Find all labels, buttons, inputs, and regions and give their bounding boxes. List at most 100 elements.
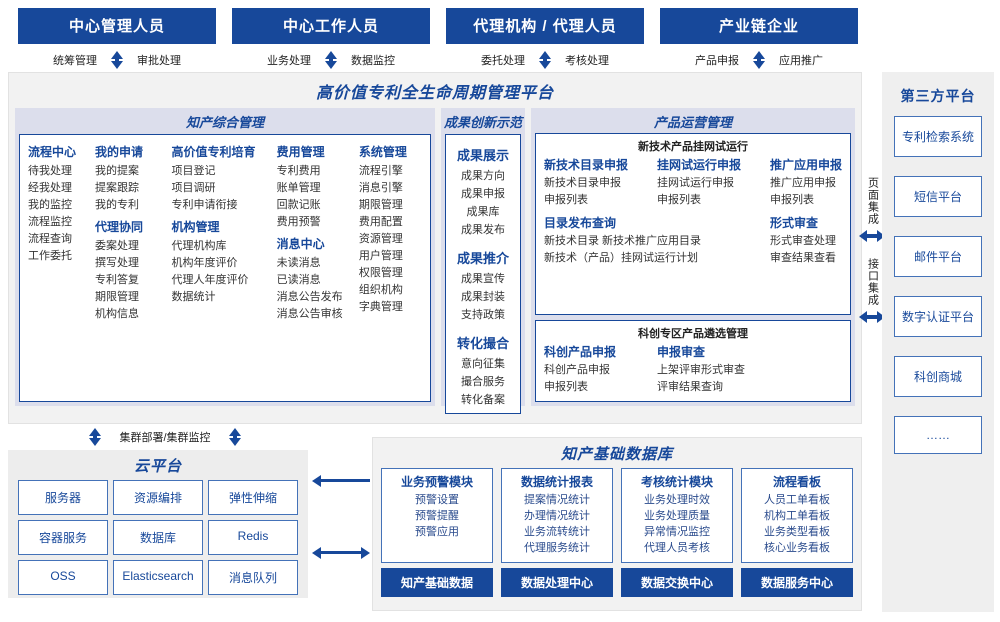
group-header-promotion-application-declaration[interactable]: 推广应用申报 [769, 158, 842, 172]
cloud-cell-container[interactable]: 容器服务 [18, 520, 108, 555]
menu-item[interactable]: 挂网试运行申报 [656, 177, 734, 189]
menu-item[interactable]: 形式审查处理 [769, 235, 836, 247]
menu-item[interactable]: 数据统计 [171, 291, 216, 303]
cloud-cell-orchestration[interactable]: 资源编排 [113, 480, 203, 515]
menu-item[interactable]: 经我处理 [28, 182, 72, 194]
group-header-agency-management[interactable]: 机构管理 [171, 220, 220, 234]
group-header-agent-collaboration[interactable]: 代理协同 [95, 220, 144, 234]
db-module-item[interactable]: 机构工单看板 [764, 510, 830, 522]
menu-item[interactable]: 新技术目录 新技术推广应用目录 [543, 235, 702, 247]
group-header-achievement-display[interactable]: 成果展示 [456, 148, 509, 163]
menu-item[interactable]: 我的监控 [28, 199, 72, 211]
group-header-declaration-review[interactable]: 申报审查 [656, 345, 705, 359]
group-header-sci-tech-product-declaration[interactable]: 科创产品申报 [543, 345, 616, 359]
group-header-process-center[interactable]: 流程中心 [28, 145, 77, 159]
cloud-cell-autoscaling[interactable]: 弹性伸缩 [208, 480, 298, 515]
cloud-cell-elasticsearch[interactable]: Elasticsearch [113, 560, 203, 595]
db-footer-base-data[interactable]: 知产基础数据 [381, 568, 493, 597]
menu-item[interactable]: 费用预警 [276, 216, 321, 228]
db-footer-processing-center[interactable]: 数据处理中心 [501, 568, 613, 597]
db-module-item[interactable]: 业务类型看板 [764, 526, 830, 538]
db-module-item[interactable]: 业务处理质量 [644, 510, 710, 522]
menu-item[interactable]: 支持政策 [460, 309, 505, 321]
cloud-cell-oss[interactable]: OSS [18, 560, 108, 595]
menu-item[interactable]: 科创产品申报 [543, 364, 610, 376]
menu-item[interactable]: 待我处理 [28, 165, 72, 177]
menu-item[interactable]: 账单管理 [276, 182, 321, 194]
third-party-item-more[interactable]: …… [894, 416, 982, 454]
menu-item[interactable]: 成果申报 [460, 188, 505, 200]
menu-item[interactable]: 消息引擎 [358, 182, 403, 194]
db-module-item[interactable]: 人员工单看板 [764, 494, 830, 506]
db-module-item[interactable]: 代理人员考核 [644, 542, 710, 554]
db-module-item[interactable]: 异常情况监控 [644, 526, 710, 538]
menu-item[interactable]: 我的提案 [95, 165, 139, 177]
menu-item[interactable]: 专利答复 [95, 274, 139, 286]
cloud-cell-server[interactable]: 服务器 [18, 480, 108, 515]
menu-item[interactable]: 提案跟踪 [95, 182, 139, 194]
menu-item[interactable]: 申报列表 [543, 381, 588, 393]
menu-item[interactable]: 申报列表 [769, 194, 814, 206]
menu-item[interactable]: 项目调研 [171, 182, 216, 194]
menu-item[interactable]: 已读消息 [276, 274, 321, 286]
menu-item[interactable]: 专利费用 [276, 165, 321, 177]
group-header-my-application[interactable]: 我的申请 [95, 145, 144, 159]
third-party-item-sci-tech-mall[interactable]: 科创商城 [894, 356, 982, 397]
cloud-cell-redis[interactable]: Redis [208, 520, 298, 555]
group-header-new-tech-catalog-declaration[interactable]: 新技术目录申报 [543, 158, 628, 172]
third-party-item-sms[interactable]: 短信平台 [894, 176, 982, 217]
menu-item[interactable]: 撰写处理 [95, 257, 139, 269]
menu-item[interactable]: 回款记账 [276, 199, 321, 211]
group-header-achievement-promotion[interactable]: 成果推介 [456, 251, 509, 266]
menu-item[interactable]: 申报列表 [656, 194, 701, 206]
db-module-item[interactable]: 办理情况统计 [524, 510, 590, 522]
group-header-fee-management[interactable]: 费用管理 [276, 145, 325, 159]
group-header-transformation-matching[interactable]: 转化撮合 [456, 336, 509, 351]
menu-item[interactable]: 代理人年度评价 [171, 274, 249, 286]
db-module-item[interactable]: 预警应用 [415, 526, 459, 538]
cloud-cell-database[interactable]: 数据库 [113, 520, 203, 555]
menu-item[interactable]: 申报列表 [543, 194, 588, 206]
group-header-message-center[interactable]: 消息中心 [276, 237, 325, 251]
menu-item[interactable]: 消息公告发布 [276, 291, 343, 303]
menu-item[interactable]: 我的专利 [95, 199, 139, 211]
menu-item[interactable]: 工作委托 [28, 250, 72, 262]
menu-item[interactable]: 推广应用申报 [769, 177, 836, 189]
db-module-item[interactable]: 核心业务看板 [764, 542, 830, 554]
menu-item[interactable]: 撮合服务 [460, 376, 505, 388]
menu-item[interactable]: 新技术（产品）挂网试运行计划 [543, 252, 698, 264]
db-module-item[interactable]: 预警设置 [415, 494, 459, 506]
menu-item[interactable]: 机构年度评价 [171, 257, 238, 269]
menu-item[interactable]: 代理机构库 [171, 240, 227, 252]
menu-item[interactable]: 成果宣传 [460, 273, 505, 285]
cloud-cell-message-queue[interactable]: 消息队列 [208, 560, 298, 595]
menu-item[interactable]: 转化备案 [460, 394, 505, 406]
db-module-item[interactable]: 预警提醒 [415, 510, 459, 522]
third-party-item-email[interactable]: 邮件平台 [894, 236, 982, 277]
menu-item[interactable]: 成果方向 [460, 170, 505, 182]
menu-item[interactable]: 期限管理 [358, 199, 403, 211]
menu-item[interactable]: 成果库 [466, 206, 500, 218]
menu-item[interactable]: 期限管理 [95, 291, 139, 303]
db-footer-service-center[interactable]: 数据服务中心 [741, 568, 853, 597]
menu-item[interactable]: 资源管理 [358, 233, 403, 245]
group-header-trial-run-declaration[interactable]: 挂网试运行申报 [656, 158, 741, 172]
menu-item[interactable]: 用户管理 [358, 250, 403, 262]
menu-item[interactable]: 流程引擎 [358, 165, 403, 177]
db-module-item[interactable]: 提案情况统计 [524, 494, 590, 506]
menu-item[interactable]: 消息公告审核 [276, 308, 343, 320]
group-header-catalog-publish-query[interactable]: 目录发布查询 [543, 216, 616, 230]
menu-item[interactable]: 流程查询 [28, 233, 72, 245]
menu-item[interactable]: 委案处理 [95, 240, 139, 252]
group-header-high-value-patent-cultivation[interactable]: 高价值专利培育 [171, 145, 256, 159]
menu-item[interactable]: 成果封装 [460, 291, 505, 303]
db-module-item[interactable]: 代理服务统计 [524, 542, 590, 554]
menu-item[interactable]: 审查结果查看 [769, 252, 836, 264]
menu-item[interactable]: 项目登记 [171, 165, 216, 177]
menu-item[interactable]: 未读消息 [276, 257, 321, 269]
menu-item[interactable]: 机构信息 [95, 308, 139, 320]
menu-item[interactable]: 成果发布 [460, 224, 505, 236]
group-header-formal-review[interactable]: 形式审查 [769, 216, 818, 230]
third-party-item-patent-search[interactable]: 专利检索系统 [894, 116, 982, 157]
menu-item[interactable]: 新技术目录申报 [543, 177, 621, 189]
